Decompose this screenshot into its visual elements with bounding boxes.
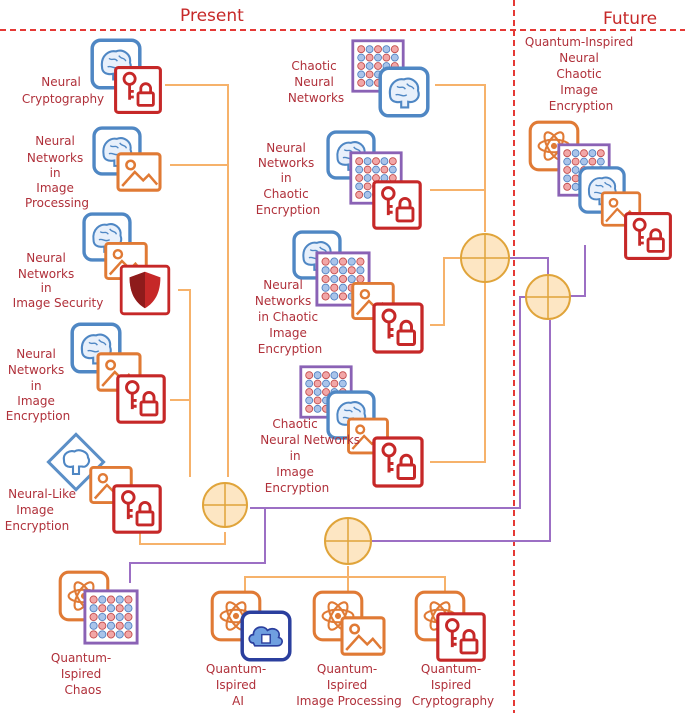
label-quantum-image: Quantum- Ispired Image Processing [296,662,401,708]
combiner-node-quantum [324,517,372,565]
label-nn-chaotic-enc: Neural Networks in Chaotic Encryption [256,141,320,217]
connector-nn-chaotic-img [430,257,460,326]
combiner-node-chaotic [460,233,510,283]
card-stack-nn-image-encryption [70,322,166,424]
connector-nn-image-security [178,289,191,477]
card-stack-chaotic-nn [351,39,430,118]
cloud-chip-icon [240,610,292,662]
shield-icon [119,264,171,316]
label-quantum-ai: Quantum- Ispired AI [206,662,270,708]
purple-connectors [129,245,586,583]
label-neural-crypto: Neural Cryptography [22,75,104,106]
connector-future-output [570,245,586,297]
label-quantum-crypto: Quantum- Ispired Cryptography [412,662,494,708]
card-stack-nn-chaotic-enc [326,130,422,230]
label-nn-chaotic-img: Neural Networks in Chaotic Image Encrypt… [255,278,322,356]
label-neural-like: Neural-Like Image Encryption [5,487,80,533]
label-quantum-neural-chaotic: Quantum-Inspired Neural Chaotic Image En… [525,35,637,113]
connector-neural-crypto [165,84,229,477]
connector-quantum-bus [244,566,446,600]
label-nn-image-processing: Neural Networks in Image Processing [25,134,89,210]
key-lock-icon [112,484,162,534]
dot-grid-icon [83,589,139,645]
image-icon [340,616,386,656]
connector-present-to-future-b [250,296,526,509]
future-heading: Future [603,9,657,29]
connector-quantum-to-future [372,320,551,542]
key-lock-icon [372,180,422,230]
label-nn-image-encryption: Neural Networks in Image Encryption [6,347,70,423]
key-lock-icon [624,212,672,260]
card-stack-quantum-crypto [414,590,486,662]
connector-quantum-chaos [129,508,266,583]
card-stack-quantum-chaos [58,570,139,645]
combiner-node-future [525,274,571,320]
card-stack-nn-chaotic-img [292,230,424,354]
card-stack-nn-image-processing [92,126,162,192]
connector-present-to-future-a [510,257,549,276]
card-stack-quantum-neural-chaotic [528,120,672,260]
card-stack-neural-like [46,432,162,534]
key-lock-icon [372,436,424,488]
connector-chaotic-nn [435,84,486,232]
image-icon [116,152,162,192]
label-chaotic-nn: Chaotic Neural Networks [288,59,344,105]
card-stack-quantum-image [312,590,386,656]
connector-chaotic-nn-img [430,282,486,463]
key-lock-icon [114,66,162,114]
label-chaotic-nn-img: Chaotic Neural Networks in Image Encrypt… [260,417,364,495]
card-stack-quantum-ai [210,590,292,662]
present-heading: Present [180,6,244,26]
label-nn-image-security: Neural Networks in Image Security [13,251,104,310]
key-lock-icon [372,302,424,354]
label-quantum-chaos: Quantum- Ispired Chaos [51,651,115,697]
key-lock-icon [116,374,166,424]
combiner-node-present [202,482,248,528]
key-lock-icon [436,612,486,662]
brain-icon [378,66,430,118]
